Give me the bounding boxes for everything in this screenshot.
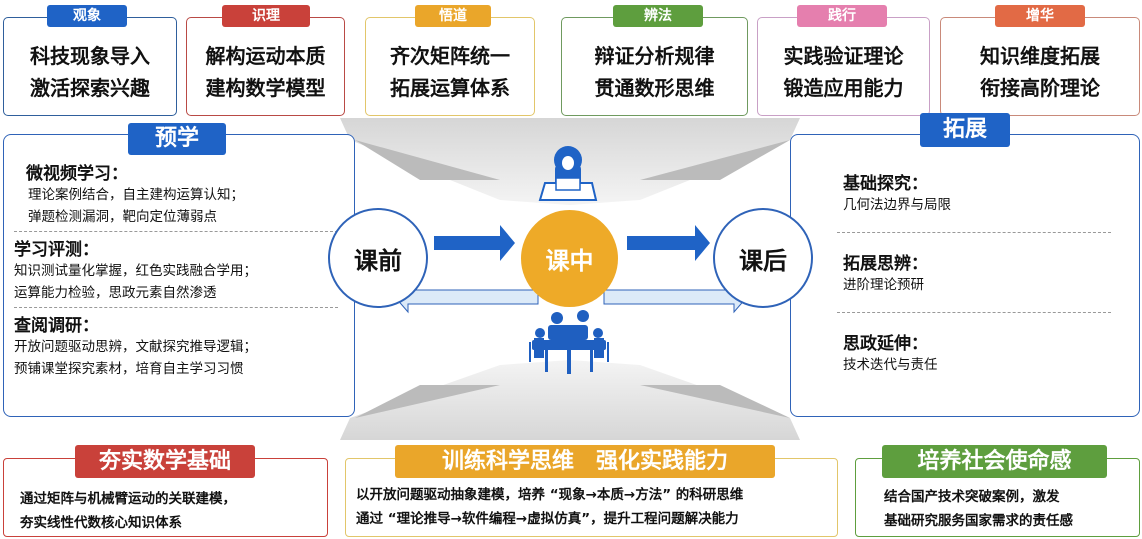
- goal-line: 通过 “理论推导→软件编程→虚拟仿真”，提升工程问题解决能力: [356, 511, 739, 527]
- goal-tag: 培养社会使命感: [882, 445, 1107, 478]
- stage-tag: 增华: [995, 5, 1085, 27]
- goal-line: 以开放问题驱动抽象建模，培养 “现象→本质→方法” 的科研思维: [356, 487, 744, 503]
- stage-line: 解构运动本质: [205, 43, 326, 68]
- divider: [837, 232, 1111, 233]
- arrow-right-icon: [434, 225, 515, 261]
- group-meeting-icon: [529, 310, 609, 374]
- goal-tag: 训练科学思维 强化实践能力: [395, 445, 775, 478]
- teacher-icon: [538, 146, 598, 201]
- goal-line: 结合国产技术突破案例，激发: [884, 489, 1060, 505]
- section-line: 知识测试量化掌握，红色实践融合学用；: [14, 263, 257, 279]
- section-line: 技术迭代与责任: [843, 357, 938, 373]
- section-heading: 拓展思辨：: [843, 254, 928, 274]
- stage-box: 齐次矩阵统一拓展运算体系: [365, 17, 535, 116]
- divider: [837, 312, 1111, 313]
- section-line: 几何法边界与局限: [843, 197, 951, 213]
- stage-box: 科技现象导入激活探索兴趣: [3, 17, 177, 116]
- divider: [14, 307, 338, 308]
- stage-box: 辩证分析规律贯通数形思维: [561, 17, 748, 116]
- stage-line: 拓展运算体系: [390, 75, 510, 100]
- preview-tag: 预学: [128, 123, 226, 155]
- stage-line: 齐次矩阵统一: [390, 43, 510, 68]
- preview-panel: 微视频学习： 理论案例结合，自主建构运算认知； 弹题检测漏洞，靶向定位薄弱点 学…: [3, 134, 355, 417]
- section-line: 弹题检测漏洞，靶向定位薄弱点: [28, 209, 217, 225]
- section-line: 预铺课堂探究素材，培育自主学习习惯: [14, 361, 244, 377]
- phase-before: 课前: [328, 208, 428, 308]
- stage-line: 知识维度拓展: [980, 43, 1100, 68]
- stage-tag: 悟道: [415, 5, 491, 27]
- stage-line: 建构数学模型: [205, 75, 326, 100]
- goal-line: 通过矩阵与机械臂运动的关联建模，: [20, 491, 236, 507]
- extend-tag: 拓展: [920, 113, 1010, 147]
- section-heading: 学习评测：: [14, 240, 99, 260]
- stage-line: 衔接高阶理论: [980, 75, 1100, 100]
- section-line: 进阶理论预研: [843, 277, 924, 293]
- stage-box: 实践验证理论锻造应用能力: [757, 17, 930, 116]
- extend-panel: 基础探究： 几何法边界与局限 拓展思辨： 进阶理论预研 思政延伸： 技术迭代与责…: [790, 134, 1140, 417]
- goal-tag: 夯实数学基础: [75, 445, 255, 478]
- stage-tag: 识理: [222, 5, 310, 27]
- stage-tag: 辨法: [613, 5, 703, 27]
- stage-box: 知识维度拓展衔接高阶理论: [940, 17, 1140, 116]
- section-heading: 思政延伸：: [843, 334, 928, 354]
- goal-line: 夯实线性代数核心知识体系: [20, 515, 182, 531]
- section-heading: 基础探究：: [843, 174, 928, 194]
- stage-line: 贯通数形思维: [594, 75, 715, 100]
- phase-during: 课中: [521, 210, 618, 307]
- section-heading: 微视频学习：: [26, 164, 128, 184]
- stage-tag: 践行: [797, 5, 887, 27]
- stage-line: 激活探索兴趣: [30, 75, 150, 100]
- phase-after: 课后: [713, 208, 813, 308]
- goal-line: 基础研究服务国家需求的责任感: [884, 513, 1073, 529]
- divider: [14, 231, 338, 232]
- stage-line: 锻造应用能力: [783, 75, 904, 100]
- stage-tag: 观象: [47, 5, 127, 27]
- arrow-right-icon: [627, 225, 710, 261]
- section-heading: 查阅调研：: [14, 316, 99, 336]
- section-line: 运算能力检验，思政元素自然渗透: [14, 285, 217, 301]
- stage-line: 实践验证理论: [783, 43, 904, 68]
- section-line: 理论案例结合，自主建构运算认知；: [28, 187, 244, 203]
- stage-line: 辩证分析规律: [594, 43, 715, 68]
- stage-line: 科技现象导入: [30, 43, 150, 68]
- section-line: 开放问题驱动思辨，文献探究推导逻辑；: [14, 339, 257, 355]
